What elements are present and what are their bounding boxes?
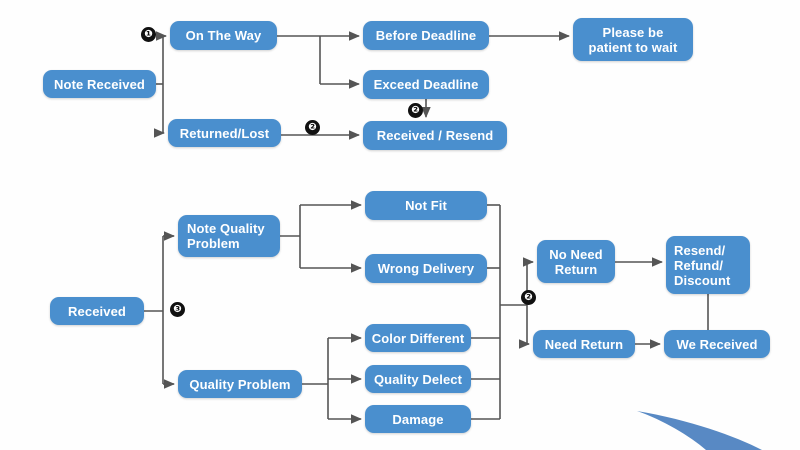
node-please-be-patient[interactable]: Please be patient to wait	[573, 18, 693, 61]
node-quality-delect[interactable]: Quality Delect	[365, 365, 471, 393]
node-returned-lost[interactable]: Returned/Lost	[168, 119, 281, 147]
node-color-different[interactable]: Color Different	[365, 324, 471, 352]
badge-step-1: ❶	[141, 27, 156, 42]
node-not-fit[interactable]: Not Fit	[365, 191, 487, 220]
node-received[interactable]: Received	[50, 297, 144, 325]
node-we-received[interactable]: We Received	[664, 330, 770, 358]
node-before-deadline[interactable]: Before Deadline	[363, 21, 489, 50]
node-wrong-delivery[interactable]: Wrong Delivery	[365, 254, 487, 283]
node-received-resend[interactable]: Received / Resend	[363, 121, 507, 150]
node-exceed-deadline[interactable]: Exceed Deadline	[363, 70, 489, 99]
node-resend-refund-discount[interactable]: Resend/ Refund/ Discount	[666, 236, 750, 294]
node-note-quality-problem[interactable]: Note Quality Problem	[178, 215, 280, 257]
node-no-need-return[interactable]: No Need Return	[537, 240, 615, 283]
badge-step-2-merge: ❷	[521, 290, 536, 305]
badge-step-3: ❸	[170, 302, 185, 317]
badge-step-2-exceed: ❷	[408, 103, 423, 118]
badge-step-2-returned: ❷	[305, 120, 320, 135]
node-quality-problem[interactable]: Quality Problem	[178, 370, 302, 398]
node-need-return[interactable]: Need Return	[533, 330, 635, 358]
node-on-the-way[interactable]: On The Way	[170, 21, 277, 50]
node-note-received[interactable]: Note Received	[43, 70, 156, 98]
node-damage[interactable]: Damage	[365, 405, 471, 433]
